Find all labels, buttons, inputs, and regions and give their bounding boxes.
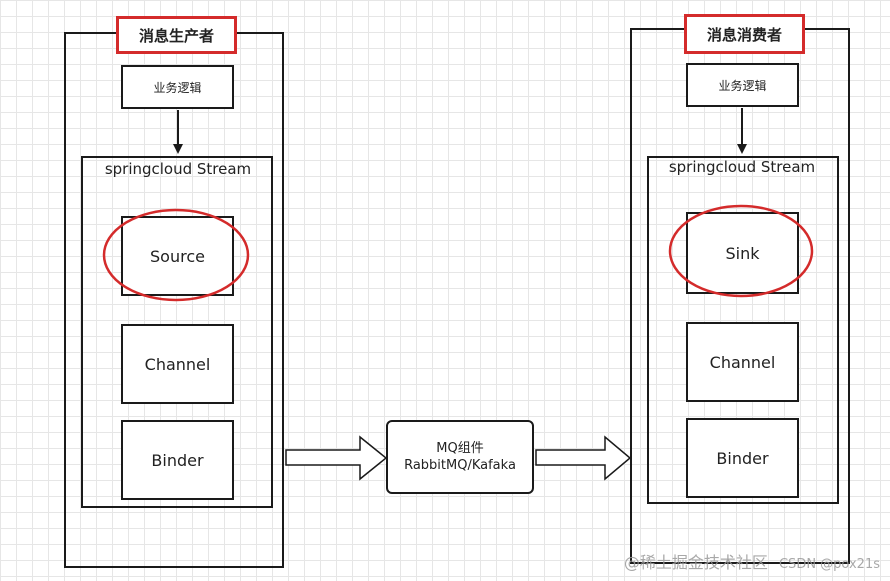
producer-to-mq-arrow	[285, 435, 388, 481]
producer-business-logic: 业务逻辑	[121, 65, 234, 109]
source-highlight-ellipse	[102, 208, 250, 302]
producer-stream-container	[81, 156, 273, 508]
mq-to-consumer-arrow	[535, 435, 632, 481]
producer-stream-title: springcloud Stream	[104, 160, 252, 178]
consumer-title: 消息消费者	[684, 14, 805, 54]
mq-label: MQ组件	[436, 441, 484, 456]
watermark-csdn: CSDN @pox21s	[778, 557, 880, 572]
consumer-sink-box: Sink	[686, 212, 799, 294]
watermark-text: @稀土掘金技术社区	[623, 553, 768, 572]
producer-binder-box: Binder	[121, 420, 234, 500]
consumer-binder-box: Binder	[686, 418, 799, 498]
consumer-channel-box: Channel	[686, 322, 799, 402]
producer-source-box: Source	[121, 216, 234, 296]
consumer-stream-title: springcloud Stream	[668, 158, 816, 176]
sink-highlight-ellipse	[668, 204, 814, 298]
mq-component-box: MQ组件 RabbitMQ/Kafaka	[386, 420, 534, 494]
watermark: @稀土掘金技术社区 CSDN @pox21s	[624, 549, 880, 573]
producer-title: 消息生产者	[116, 16, 237, 54]
consumer-stream-container	[647, 156, 839, 504]
mq-products: RabbitMQ/Kafaka	[404, 458, 516, 473]
consumer-business-logic: 业务逻辑	[686, 63, 799, 107]
producer-channel-box: Channel	[121, 324, 234, 404]
